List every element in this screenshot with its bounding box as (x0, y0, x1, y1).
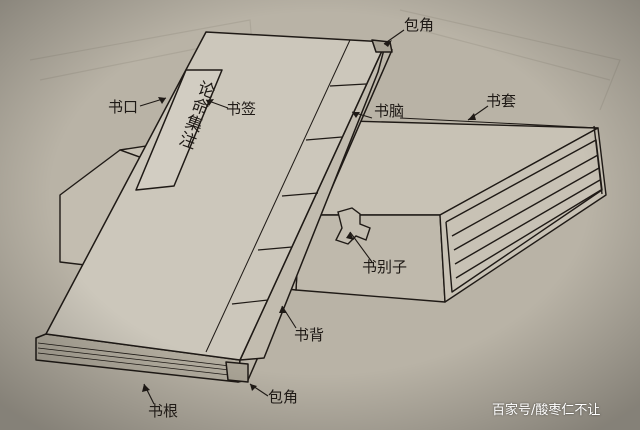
label-book-case: 书套 (486, 92, 517, 110)
label-title-slip: 书签 (226, 100, 257, 118)
label-corner-cap-bottom: 包角 (268, 388, 299, 406)
label-corner-cap-top: 包角 (404, 16, 435, 34)
label-stitched-margin: 书脑 (374, 102, 405, 120)
label-book-clasp: 书别子 (362, 258, 408, 276)
label-book-bottom: 书根 (148, 402, 179, 420)
label-book-spine: 书背 (294, 326, 325, 344)
watermark: 百家号/酸枣仁不让 (492, 403, 601, 418)
label-fore-edge: 书口 (108, 98, 139, 116)
